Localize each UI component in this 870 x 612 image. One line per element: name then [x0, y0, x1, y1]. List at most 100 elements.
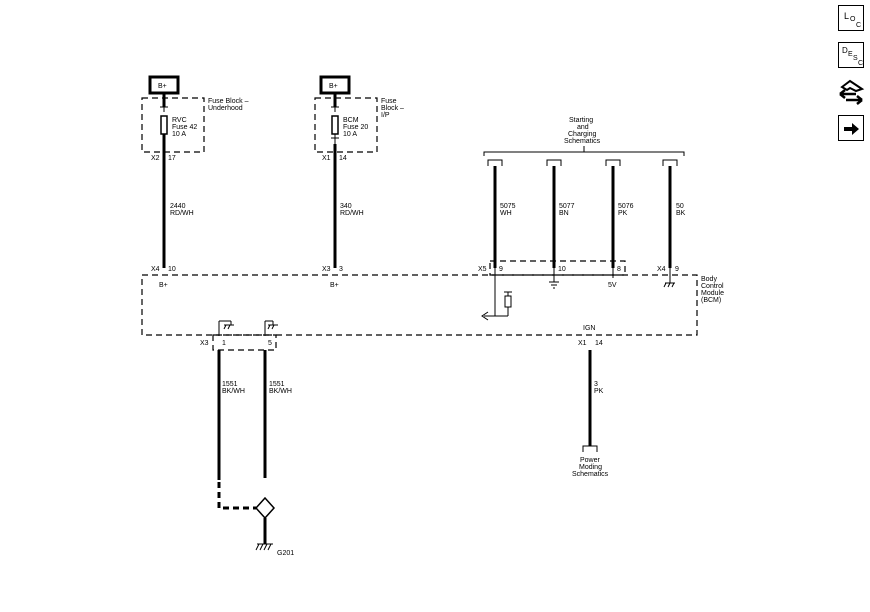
fuse-bcm-label: BCM [343, 117, 359, 124]
fuse-left-pin: 17 [168, 155, 176, 162]
loc-sup: O [850, 16, 856, 23]
fuse-rvc-label: RVC [172, 117, 187, 124]
desc-sup: E [848, 51, 853, 58]
loc-main: L [844, 11, 849, 21]
internal-ground-icon-1 [218, 320, 234, 336]
bcm-x4-10-pin: 10 [168, 266, 176, 273]
bcm-x5-8-label: 5V [608, 282, 617, 289]
starting-label-2: and [577, 124, 589, 131]
bcm-x5-connector [489, 260, 626, 276]
fuse-mid-pin: 14 [339, 155, 347, 162]
fuse-block-ip [314, 97, 378, 153]
bcm-x3-1-pin: 1 [222, 340, 226, 347]
fuse-block-label-line1: Fuse Block – [208, 98, 249, 105]
body-control-module: Body Control Module (BCM) X4 10 B+ X3 3 … [141, 260, 724, 351]
arrow-right-icon [844, 123, 859, 135]
bcm-x1-14-label: IGN [583, 325, 595, 332]
wire-5076-color: PK [618, 210, 628, 217]
bcm-x3-3-pin: 3 [339, 266, 343, 273]
wire-5075-color: WH [500, 210, 512, 217]
desc-sub: S [853, 55, 858, 62]
bcm-name-2: Control [701, 283, 724, 290]
ground-circuit-1551: 1551 BK/WH 1551 BK/WH G201 [217, 350, 294, 557]
fuse-block-ip-line2: Block – [381, 105, 404, 112]
splice-diamond [254, 496, 276, 520]
bcm-x4-10-label: B+ [159, 282, 168, 289]
bcm-x5-8-pin: 8 [617, 266, 621, 273]
desc-main: D [842, 46, 848, 55]
location-button[interactable]: L O C [838, 5, 864, 31]
wire-50-circuit: 50 [676, 203, 684, 210]
description-button[interactable]: D E S C [838, 42, 864, 68]
bcm-x3-5-pin: 5 [268, 340, 272, 347]
bcm-x4-9-conn: X4 [657, 266, 666, 273]
wire-1551b-circuit: 1551 [269, 381, 285, 388]
bcm-x3-1-conn: X3 [200, 340, 209, 347]
b-plus-label-mid: B+ [329, 83, 338, 90]
wire-5077-circuit: 5077 [559, 203, 575, 210]
starting-label-1: Starting [569, 117, 593, 124]
fuse-block-ip-line1: Fuse [381, 98, 397, 105]
fuse-bcm-symbol [331, 115, 339, 135]
fuse-rvc-number: Fuse 42 [172, 124, 197, 131]
wire-340-color: RD/WH [340, 210, 364, 217]
desc-sub2: C [858, 60, 863, 67]
connector-swap-icon [839, 79, 865, 105]
b-plus-label-left: B+ [158, 83, 167, 90]
power-moding-connector [582, 445, 598, 452]
bcm-x4-10-conn: X4 [151, 266, 160, 273]
ground-icon [549, 281, 559, 289]
wire-3-color: PK [594, 388, 604, 395]
fuse-left-connector: X2 [151, 155, 160, 162]
ground-g201-label: G201 [277, 550, 294, 557]
bcm-x3-connector [212, 334, 277, 351]
fuse-mid-connector: X1 [322, 155, 331, 162]
next-page-button[interactable] [838, 115, 864, 141]
wire-5076-circuit: 5076 [618, 203, 634, 210]
fuse-block-underhood [141, 97, 205, 153]
connector-swap-button[interactable] [836, 76, 866, 106]
wire-1551b-color: BK/WH [269, 388, 292, 395]
starting-charging-reference: Starting and Charging Schematics 5075 WH… [483, 117, 686, 268]
chassis-ground-icon [663, 282, 675, 288]
power-moding-label-3: Schematics [572, 471, 609, 478]
bcm-x4-9-pin: 9 [675, 266, 679, 273]
wire-1551a-circuit: 1551 [222, 381, 238, 388]
fuse-block-ip-line3: I/P [381, 112, 390, 119]
bcm-x1-14-pin: 14 [595, 340, 603, 347]
bcm-name-3: Module [701, 290, 724, 297]
internal-ground-icon-2 [264, 320, 278, 336]
bcm-x5-10-pin: 10 [558, 266, 566, 273]
fuse-block-label-line2: Underhood [208, 105, 243, 112]
wire-50-color: BK [676, 210, 686, 217]
wire-1551a-color: BK/WH [222, 388, 245, 395]
fuse-rvc-rating: 10 A [172, 131, 186, 138]
loc-sub: C [856, 22, 861, 29]
fuse-bcm-rating: 10 A [343, 131, 357, 138]
fuse-rvc-symbol [160, 115, 168, 135]
bcm-x1-14-conn: X1 [578, 340, 587, 347]
wire-340-circuit: 340 [340, 203, 352, 210]
bcm-name-4: (BCM) [701, 297, 721, 304]
wire-2440-circuit: 2440 [170, 203, 186, 210]
starting-label-3: Charging [568, 131, 597, 138]
wire-2440-color: RD/WH [170, 210, 194, 217]
starting-label-4: Schematics [564, 138, 601, 145]
fuse-bcm-number: Fuse 20 [343, 124, 368, 131]
fuse-circuit-rvc: B+ Fuse Block – Underhood RVC Fuse 42 10… [141, 75, 249, 268]
wire-5075-circuit: 5075 [500, 203, 516, 210]
wire-3-circuit: 3 [594, 381, 598, 388]
bcm-name-1: Body [701, 276, 717, 283]
bcm-x5-9-pin: 9 [499, 266, 503, 273]
fuse-circuit-bcm: B+ Fuse Block – I/P BCM Fuse 20 10 A X1 … [314, 75, 404, 268]
bcm-x3-3-conn: X3 [322, 266, 331, 273]
bcm-x3-3-label: B+ [330, 282, 339, 289]
bcm-x5-9-conn: X5 [478, 266, 487, 273]
wire-5077-color: BN [559, 210, 569, 217]
power-moding-label-2: Moding [579, 464, 602, 471]
bcm-outline [141, 274, 698, 336]
ignition-circuit: 3 PK Power Moding Schematics [572, 350, 609, 478]
chassis-ground-g201-icon [255, 543, 273, 551]
wiring-diagram: B+ Fuse Block – Underhood RVC Fuse 42 10… [141, 75, 724, 557]
power-moding-label-1: Power [580, 457, 601, 464]
